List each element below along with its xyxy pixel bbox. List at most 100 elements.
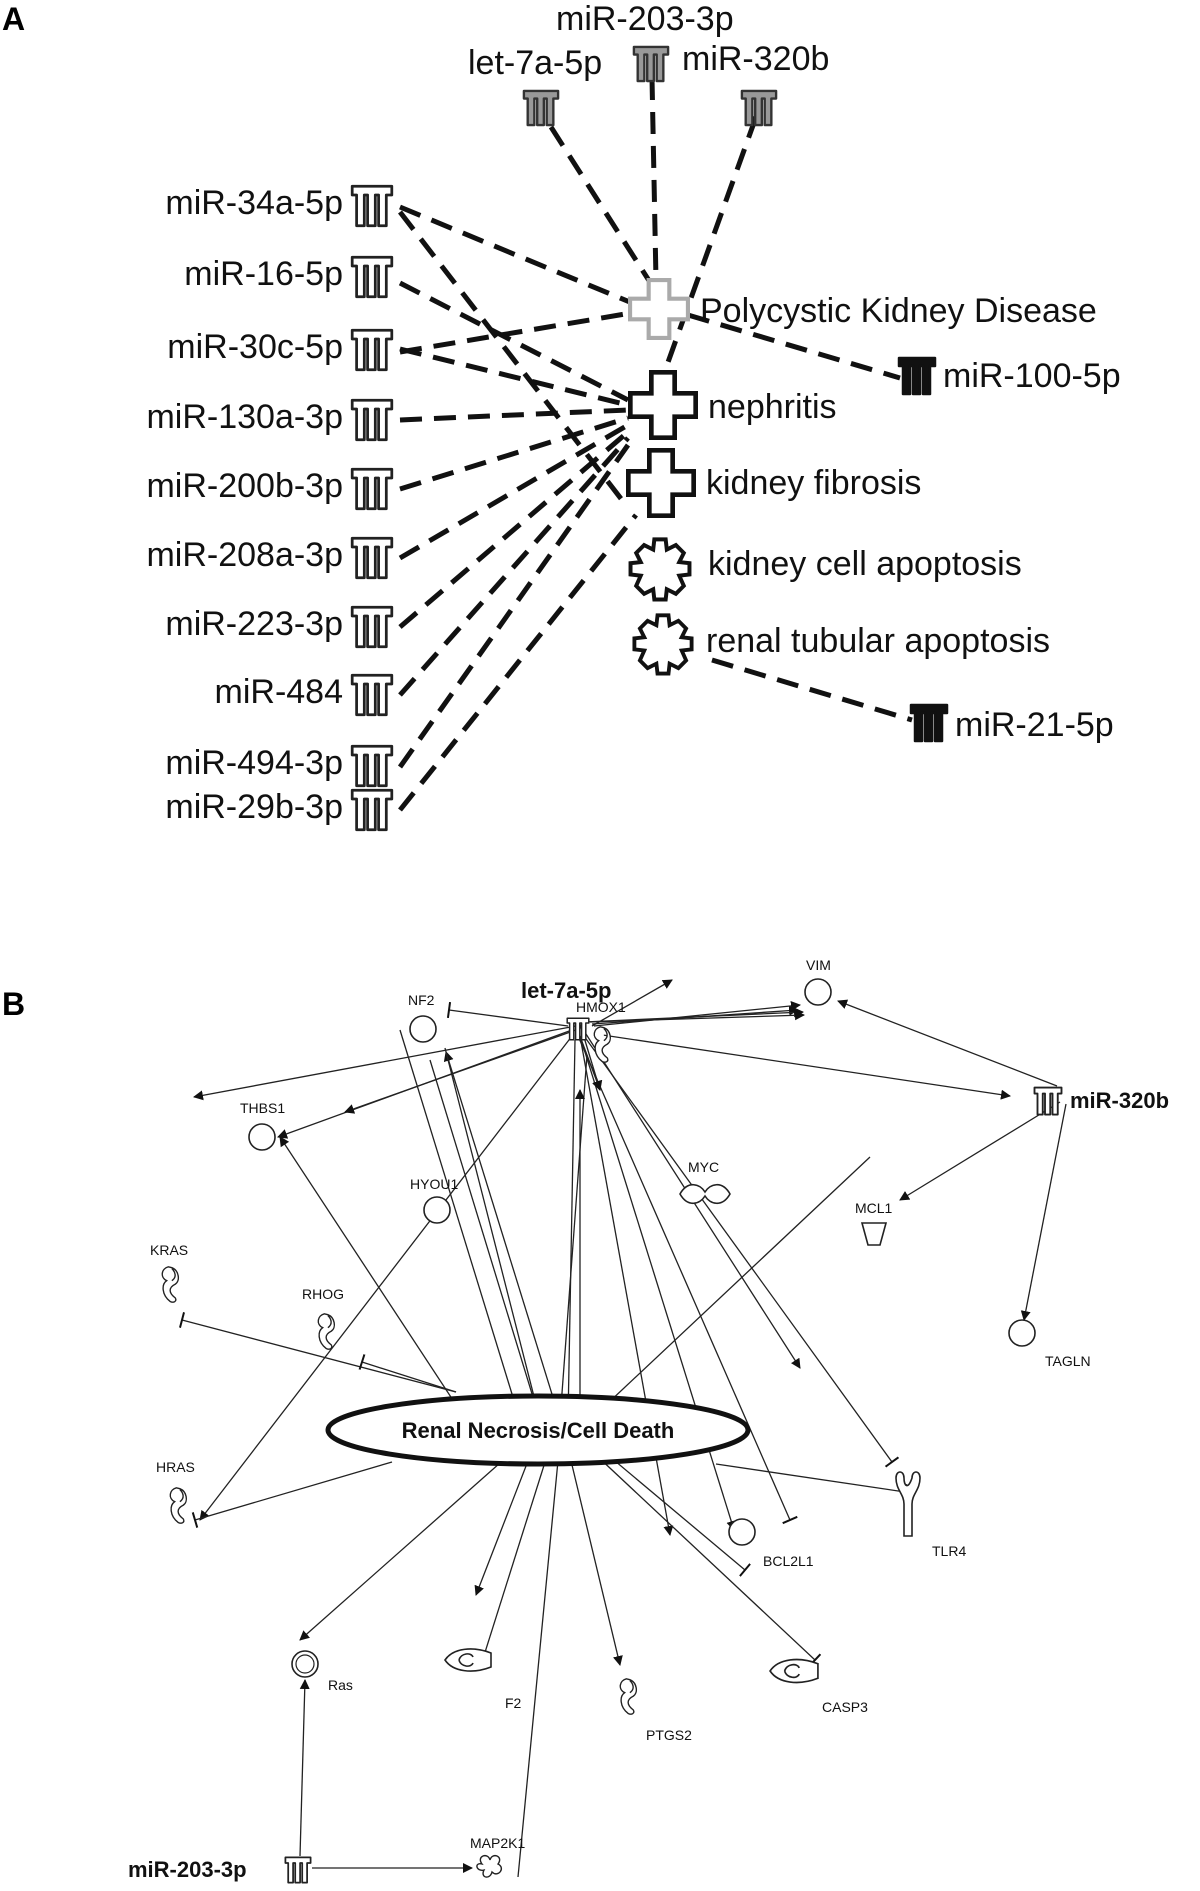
mirna-node: miR-494-3p <box>165 744 394 788</box>
gene-hmox1: HMOX1 <box>576 999 626 1063</box>
mirna-icon <box>522 89 560 127</box>
gene-shape <box>169 1487 188 1524</box>
gene-casp3: CASP3 <box>769 1658 868 1715</box>
gene-shape <box>161 1266 180 1303</box>
mirna-let-7a-5p-hub: let-7a-5p <box>521 978 611 1041</box>
gene-label: MYC <box>688 1159 719 1175</box>
mirna-label: miR-203-3p <box>556 0 734 38</box>
mirna-node: miR-130a-3p <box>146 398 394 442</box>
mirna-label: miR-29b-3p <box>165 788 343 826</box>
gene-label: RHOG <box>302 1286 344 1302</box>
gene-label: Ras <box>328 1677 353 1693</box>
function-renal-tubular-apoptosis: renal tubular apoptosis <box>632 613 1050 676</box>
gene-label: VIM <box>806 957 831 973</box>
mirna-icon <box>350 255 394 299</box>
mirna-label: miR-494-3p <box>165 744 343 782</box>
mirna-label: let-7a-5p <box>521 978 611 1003</box>
gene-label: CASP3 <box>822 1699 868 1715</box>
mirna-node: miR-16-5p <box>184 255 394 299</box>
function-label: kidney cell apoptosis <box>708 545 1022 583</box>
mirna-label: miR-320b <box>682 40 829 78</box>
mirna-node: miR-30c-5p <box>167 328 394 372</box>
gene-label: TAGLN <box>1045 1353 1091 1369</box>
disease-nephritis: nephritis <box>630 372 837 437</box>
panel-b-edges <box>178 979 1067 1878</box>
disease-label: Polycystic Kidney Disease <box>700 292 1097 330</box>
gene-label: KRAS <box>150 1242 188 1258</box>
gene-shape <box>444 1648 492 1672</box>
gene-f2: F2 <box>444 1648 522 1711</box>
gear-icon <box>628 537 692 602</box>
gene-nf2: NF2 <box>408 992 437 1043</box>
mirna-node: miR-34a-5p <box>165 184 394 228</box>
mirna-label: miR-34a-5p <box>165 184 343 222</box>
mirna-miR-203-3p-node: miR-203-3p <box>556 0 734 83</box>
disease-label: kidney fibrosis <box>706 464 921 502</box>
mirna-miR-100-5p-node: miR-100-5p <box>897 356 1121 396</box>
gene-thbs1: THBS1 <box>240 1100 285 1151</box>
mirna-miR-320b-node: miR-320b <box>682 40 829 127</box>
function-label: Renal Necrosis/Cell Death <box>402 1418 675 1443</box>
mirna-icon <box>1033 1086 1063 1116</box>
gene-tagln: TAGLN <box>1008 1319 1091 1369</box>
gene-myc: MYC <box>679 1159 731 1205</box>
mirna-node: miR-208a-3p <box>146 536 394 580</box>
mirna-icon <box>350 744 394 788</box>
gene-label: HYOU1 <box>410 1176 458 1192</box>
panel-b-label: B <box>2 986 25 1022</box>
mirna-icon <box>350 184 394 228</box>
mirna-label: miR-208a-3p <box>146 536 343 574</box>
gene-shape <box>317 1313 336 1350</box>
gene-vim: VIM <box>804 957 832 1006</box>
mirna-left-list: miR-34a-5p miR-16-5p miR-30c-5p miR-130a… <box>146 184 394 832</box>
mirna-miR-21-5p-node: miR-21-5p <box>909 703 1114 744</box>
mirna-icon <box>897 356 937 396</box>
gene-label: MCL1 <box>855 1200 893 1216</box>
mirna-label: miR-223-3p <box>165 605 343 643</box>
mirna-label: miR-21-5p <box>955 706 1114 744</box>
mirna-icon <box>740 89 778 127</box>
mirna-miR-203-3p-hub: miR-203-3p <box>128 1856 312 1884</box>
gene-mcl1: MCL1 <box>855 1200 893 1246</box>
gene-hras: HRAS <box>156 1459 195 1524</box>
gene-label: BCL2L1 <box>763 1553 814 1569</box>
gene-label: TLR4 <box>932 1543 966 1559</box>
mirna-icon <box>350 467 394 511</box>
mirna-icon <box>350 605 394 649</box>
disease-polycystic-kidney: Polycystic Kidney Disease <box>630 280 1097 338</box>
gene-label: NF2 <box>408 992 435 1008</box>
renal-necrosis-node: Renal Necrosis/Cell Death <box>325 1393 751 1467</box>
mirna-label: miR-484 <box>215 673 343 711</box>
mirna-icon <box>350 398 394 442</box>
gene-map2k1: MAP2K1 <box>470 1835 525 1878</box>
gene-kras: KRAS <box>150 1242 188 1303</box>
mirna-label: miR-130a-3p <box>146 398 343 436</box>
gene-nodes: VIM NF2 HMOX1 THBS1 HYOU1 MYC MCL1 KRAS … <box>150 957 1091 1878</box>
panel-a-label: A <box>2 1 25 37</box>
mirna-miR-320b-hub: miR-320b <box>1033 1086 1169 1116</box>
mirna-icon <box>632 45 670 83</box>
mirna-label: miR-16-5p <box>184 255 343 293</box>
gene-label: F2 <box>505 1695 522 1711</box>
gear-icon <box>632 613 694 676</box>
gene-hyou1: HYOU1 <box>410 1176 458 1224</box>
mirna-node: miR-200b-3p <box>146 467 394 511</box>
gene-label: HMOX1 <box>576 999 626 1015</box>
cross-icon <box>628 450 693 515</box>
gene-shape <box>593 1026 612 1063</box>
mirna-icon <box>350 673 394 717</box>
gene-label: HRAS <box>156 1459 195 1475</box>
mirna-let-7a-5p-node: let-7a-5p <box>468 44 602 127</box>
gene-bcl2l1: BCL2L1 <box>728 1518 814 1569</box>
gene-tlr4: TLR4 <box>895 1471 966 1559</box>
mirna-label: miR-203-3p <box>128 1857 247 1882</box>
mirna-icon <box>566 1017 590 1041</box>
mirna-label: let-7a-5p <box>468 44 602 82</box>
mirna-node: miR-29b-3p <box>165 788 394 832</box>
gene-shape <box>769 1658 819 1684</box>
mirna-icon <box>350 788 394 832</box>
disease-label: nephritis <box>708 388 837 426</box>
mirna-node: miR-223-3p <box>165 605 394 649</box>
gene-shape <box>619 1678 638 1715</box>
